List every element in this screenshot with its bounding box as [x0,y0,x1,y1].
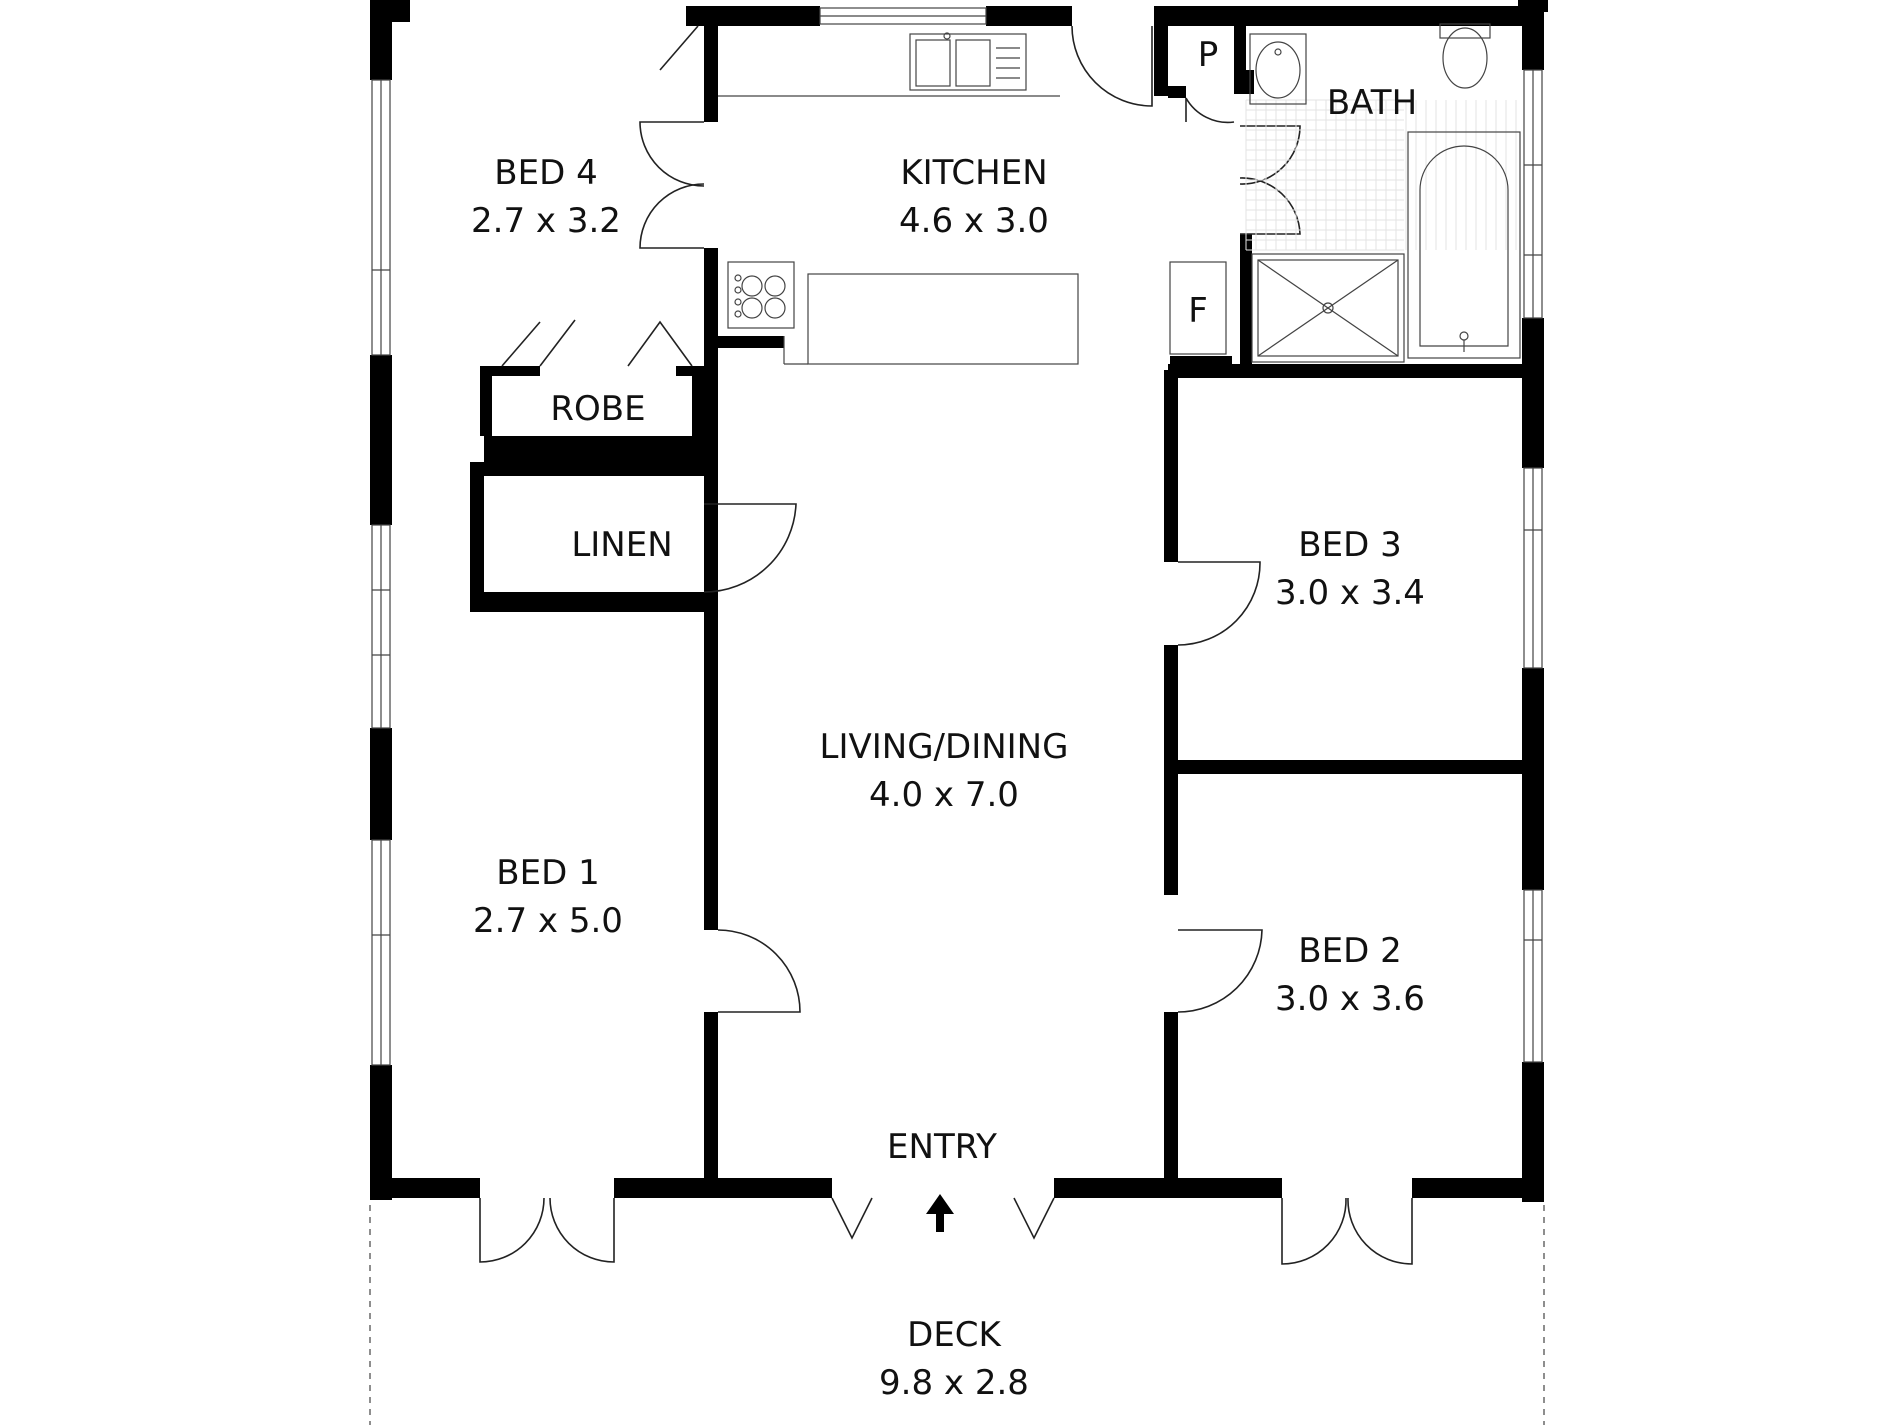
room-size-bed3: 3.0 x 3.4 [1275,573,1425,613]
room-labels: BED 4 2.7 x 3.2 KITCHEN 4.6 x 3.0 BATH P… [471,35,1425,1403]
room-name-entry: ENTRY [887,1127,997,1167]
room-name-bath: BATH [1327,83,1417,123]
sink-icon [718,32,1060,97]
room-name-deck: DECK [907,1315,1002,1355]
windows [371,7,1543,1066]
room-size-deck: 9.8 x 2.8 [879,1363,1029,1403]
room-name-bed1: BED 1 [496,853,599,893]
toilet-icon [1439,23,1491,89]
room-name-bed4: BED 4 [494,153,597,193]
room-name-robe: ROBE [550,389,645,429]
room-name-bed2: BED 2 [1298,931,1401,971]
basin-icon [1249,33,1307,105]
deck-boundary [369,1205,1545,1425]
room-size-bed1: 2.7 x 5.0 [473,901,623,941]
room-size-bed2: 3.0 x 3.6 [1275,979,1425,1019]
room-size-kitchen: 4.6 x 3.0 [899,201,1049,241]
fridge-box [1169,261,1227,355]
bath-tiles [1245,99,1517,251]
entry-arrow-icon [926,1194,954,1232]
room-name-linen: LINEN [571,525,672,565]
room-name-living: LIVING/DINING [820,727,1069,767]
room-name-bed3: BED 3 [1298,525,1401,565]
shower-icon [1251,253,1405,363]
island-bench [783,273,1079,365]
walls [370,0,1548,1202]
room-name-fridge: F [1188,291,1208,331]
doors [479,25,1413,1265]
bathtub-icon [1407,131,1521,359]
room-size-living: 4.0 x 7.0 [869,775,1019,815]
room-name-kitchen: KITCHEN [900,153,1047,193]
room-size-bed4: 2.7 x 3.2 [471,201,621,241]
cooktop-icon [727,261,795,329]
room-name-pantry: P [1198,35,1219,75]
